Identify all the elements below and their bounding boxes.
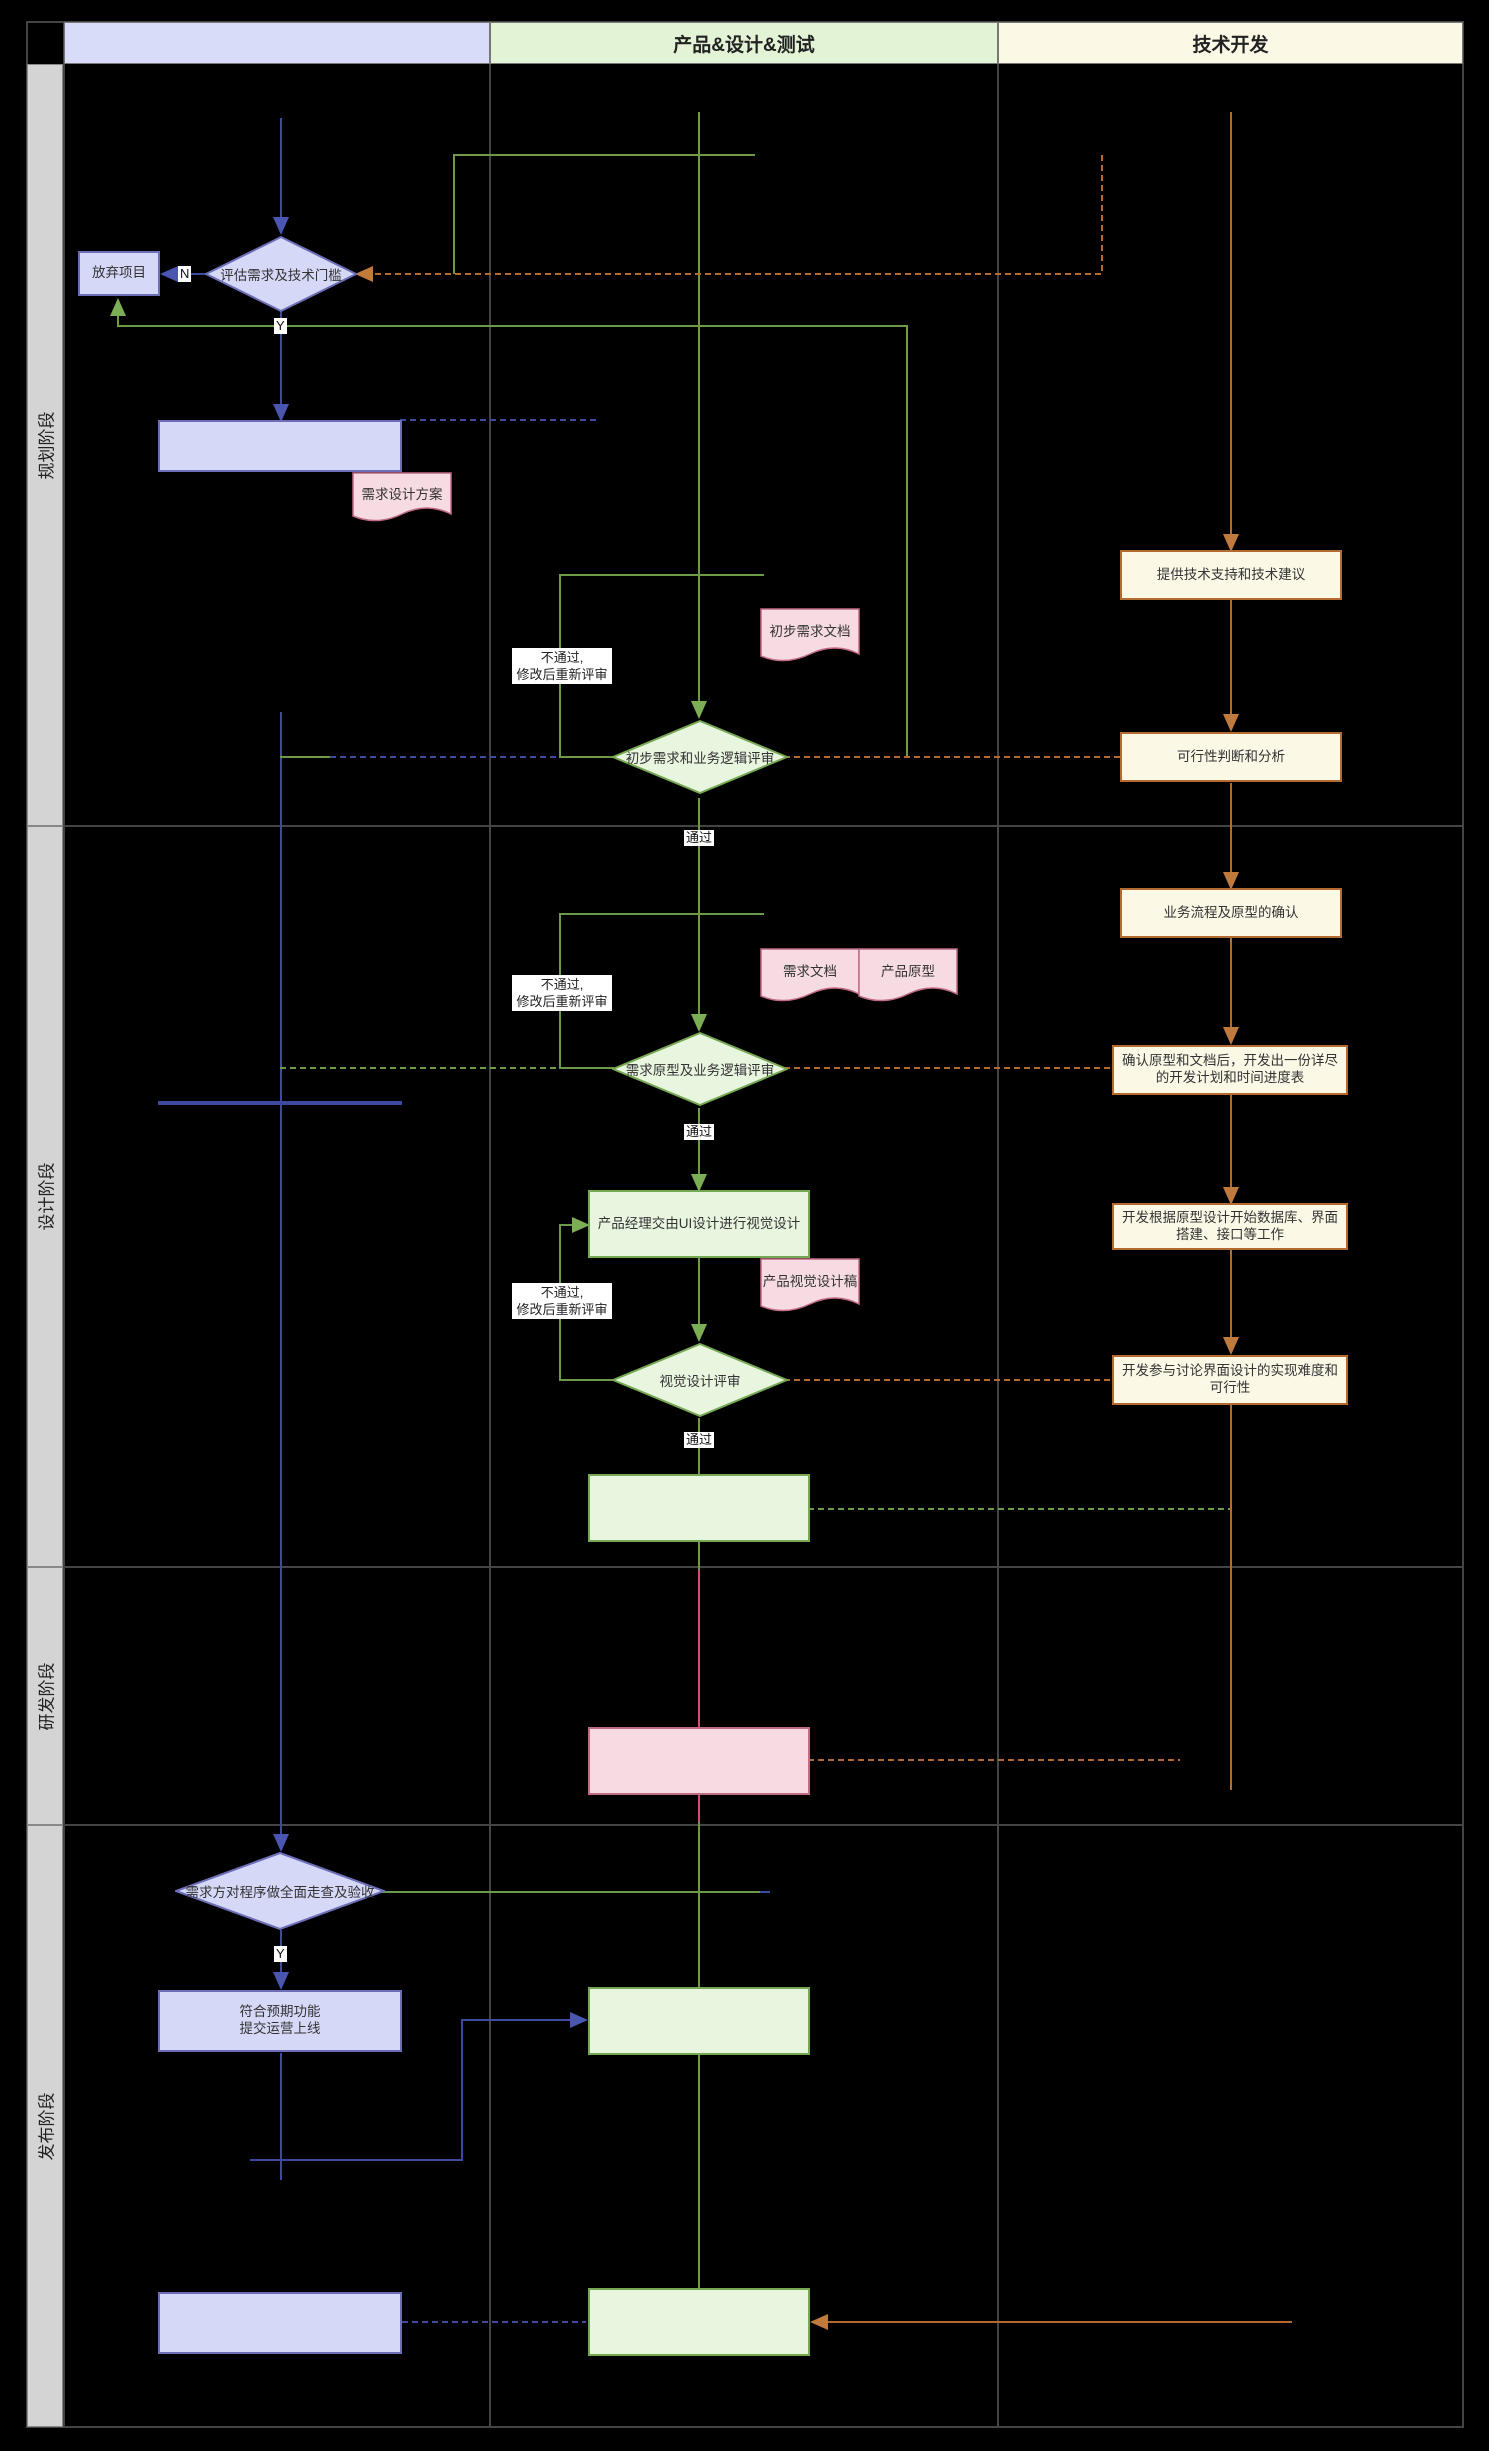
dev-start-box: 开发根据原型设计开始数据库、界面搭建、接口等工作 — [1112, 1203, 1348, 1250]
req-doc: 需求文档 — [760, 948, 860, 1004]
prototype-doc-label: 产品原型 — [881, 964, 935, 980]
phase-development-label: 研发阶段 — [37, 1662, 57, 1730]
initial-review-decision: 初步需求和业务逻辑评审 — [612, 720, 788, 794]
acceptance-decision: 需求方对程序做全面走查及验收 — [175, 1852, 385, 1930]
flow-confirm-box: 业务流程及原型的确认 — [1120, 888, 1342, 938]
req-design-plan-label: 需求设计方案 — [361, 486, 443, 502]
phase-design-label: 设计阶段 — [37, 1162, 57, 1231]
fail-note-2: 不通过, 修改后重新评审 — [512, 975, 612, 1011]
visual-draft-doc-label: 产品视觉设计稿 — [762, 1274, 858, 1290]
edge-label-pass-2: 通过 — [684, 1124, 715, 1140]
dev-output-box — [588, 1727, 810, 1795]
edge-label-y-1: Y — [274, 318, 287, 334]
lane-header-1 — [64, 22, 490, 64]
proto-review-label: 需求原型及业务逻辑评审 — [625, 1063, 775, 1078]
req-doc-label: 需求文档 — [783, 964, 837, 980]
meets-expectation-box: 符合预期功能 提交运营上线 — [158, 1990, 402, 2052]
visual-review-decision: 视觉设计评审 — [612, 1343, 788, 1417]
initial-req-doc: 初步需求文档 — [760, 608, 860, 664]
feasibility-box: 可行性判断和分析 — [1120, 732, 1342, 782]
abandon-project-box: 放弃项目 — [78, 251, 160, 296]
dev-plan-box: 确认原型和文档后，开发出一份详尽的开发计划和时间进度表 — [1112, 1045, 1348, 1095]
visual-draft-doc: 产品视觉设计稿 — [760, 1258, 860, 1314]
evaluate-decision: 评估需求及技术门槛 — [205, 236, 357, 312]
edge-label-pass-3: 通过 — [684, 1432, 715, 1448]
phase-planning-label: 规划阶段 — [37, 411, 57, 479]
proto-review-decision: 需求原型及业务逻辑评审 — [612, 1032, 788, 1106]
tech-support-box: 提供技术支持和技术建议 — [1120, 550, 1342, 600]
lane-header-tech-dev: 技术开发 — [998, 22, 1463, 64]
final-purple-box — [158, 2292, 402, 2354]
phase-release: 发布阶段 — [27, 1825, 63, 2427]
release-output-box — [588, 1987, 810, 2055]
req-plan-box — [158, 420, 402, 472]
final-green-box — [588, 2288, 810, 2356]
req-design-plan-doc: 需求设计方案 — [352, 472, 452, 524]
edge-label-y-2: Y — [274, 1946, 287, 1962]
design-output-box — [588, 1474, 810, 1542]
dev-discuss-box: 开发参与讨论界面设计的实现难度和可行性 — [1112, 1355, 1348, 1405]
phase-planning: 规划阶段 — [27, 64, 63, 826]
lane-header-product-design-test: 产品&设计&测试 — [490, 22, 998, 64]
ui-design-box: 产品经理交由UI设计进行视觉设计 — [588, 1190, 810, 1258]
acceptance-label: 需求方对程序做全面走查及验收 — [185, 1885, 375, 1900]
edge-label-pass-1: 通过 — [684, 830, 715, 846]
initial-req-doc-label: 初步需求文档 — [769, 624, 851, 640]
visual-review-label: 视觉设计评审 — [659, 1374, 741, 1389]
phase-release-label: 发布阶段 — [37, 2092, 57, 2160]
phase-development: 研发阶段 — [27, 1567, 63, 1825]
prototype-doc: 产品原型 — [858, 948, 958, 1004]
edge-label-n: N — [178, 266, 192, 282]
initial-review-label: 初步需求和业务逻辑评审 — [625, 751, 775, 766]
evaluate-decision-label: 评估需求及技术门槛 — [220, 268, 342, 283]
fail-note-3: 不通过, 修改后重新评审 — [512, 1283, 612, 1319]
phase-design: 设计阶段 — [27, 826, 63, 1567]
fail-note-1: 不通过, 修改后重新评审 — [512, 648, 612, 684]
